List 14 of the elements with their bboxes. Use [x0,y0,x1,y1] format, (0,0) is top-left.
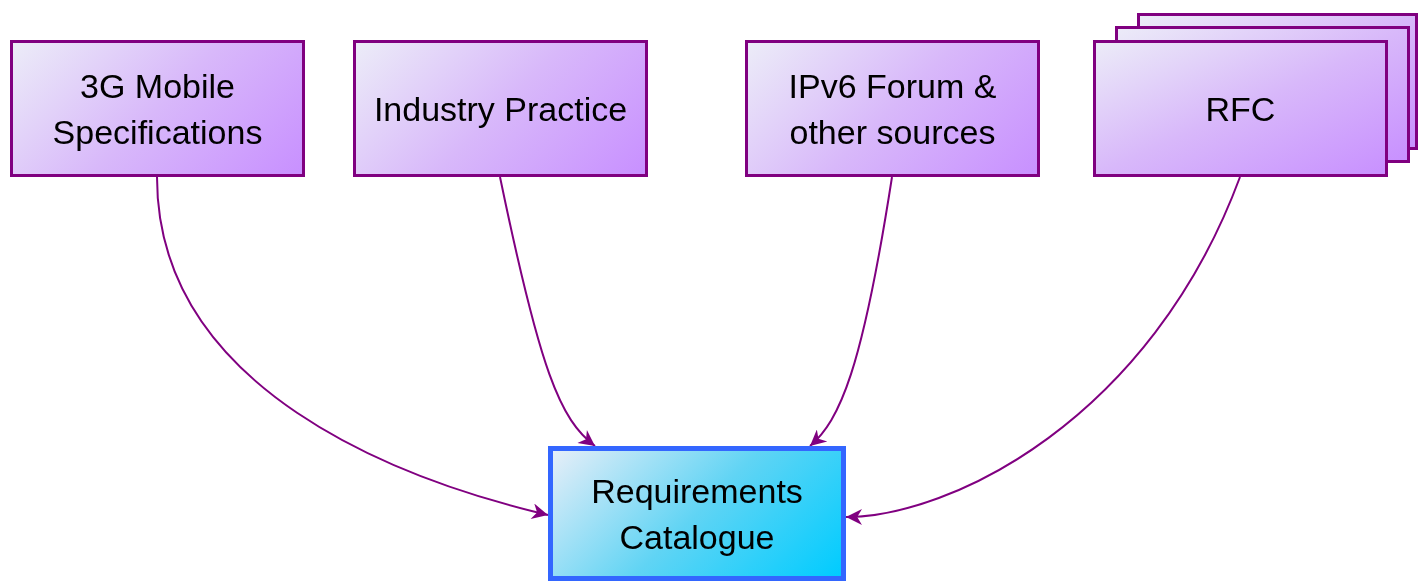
box-label: Industry Practice [373,88,628,130]
box-label: Requirements Catalogue [590,470,804,558]
arrow [499,176,596,447]
source-box [745,40,1040,177]
box-label: RFC [1205,88,1276,130]
target-box [548,446,846,581]
arrow [156,176,549,519]
box-label: IPv6 Forum & other sources [787,65,998,153]
arrow [845,176,1241,524]
arrow [809,176,893,447]
document-stack-box [1093,12,1418,177]
box-label: 3G Mobile Specifications [51,65,264,153]
source-box [10,40,305,177]
source-box [353,40,648,177]
